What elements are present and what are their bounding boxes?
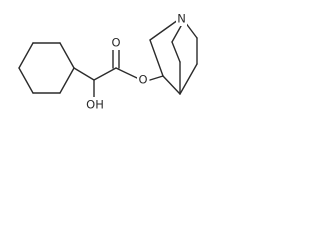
quinuclidine-cage [149,19,198,95]
bond-ring-c4-c5 [18,67,34,94]
bond-inner-bridge [171,41,181,63]
bond-nitrogen-to-inner-bridge [171,25,182,43]
bond-ring-to-alpha-carbon [73,67,95,81]
bond-c2-to-nitrogen [149,19,179,41]
hydroxyl-group-label: OH [86,98,104,112]
glycolate-chain [73,49,138,98]
bond-right-arm-to-bridgehead [179,63,198,95]
carbonyl-oxygen-atom-label: O [111,36,120,50]
bond-ring-c6-c1 [59,67,75,94]
ester-oxygen-atom-label: O [138,73,147,87]
bond-carbonyl-carbon-to-ester-oxygen [115,67,138,79]
bond-bridgehead-to-c3 [162,75,181,95]
bond-alpha-carbon-to-carbonyl-carbon [93,67,117,81]
ester-oxygen-label-backdrop [137,72,149,87]
nitrogen-atom-label: N [177,12,186,26]
bond-ester-oxygen-to-c3 [149,75,164,81]
carbonyl-oxygen-label-backdrop [110,35,122,50]
atom-labels: N O O OH [86,11,187,112]
bond-ring-c3-c4 [18,42,34,69]
bond-c3-to-c2 [149,39,164,77]
hydroxyl-label-backdrop [86,97,104,112]
nitrogen-label-backdrop [176,11,187,26]
structure-canvas: N O O OH [18,11,198,112]
cyclohexyl-ring [18,42,75,94]
bond-ring-c1-c2 [59,42,75,69]
